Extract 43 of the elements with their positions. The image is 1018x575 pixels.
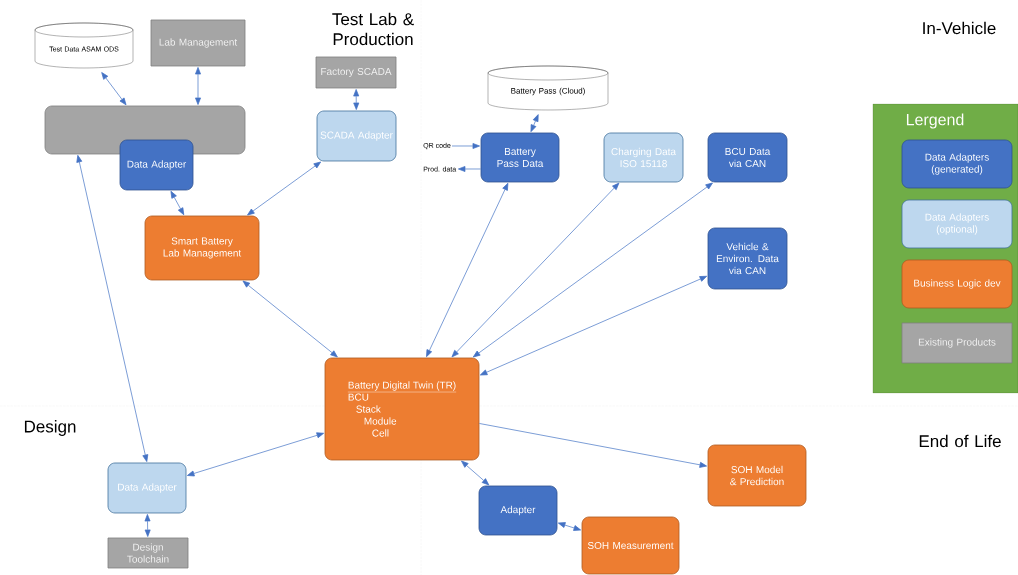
connector-arrow — [472, 182, 713, 358]
connector-arrow — [144, 514, 151, 537]
connector-arrow — [461, 460, 490, 486]
adapter-box: Charging Data ISO 15118 — [603, 132, 684, 183]
legend-item: Data Adapters (generated) — [901, 139, 1013, 189]
system-box: Factory SCADA — [315, 56, 397, 89]
process-box: SOH Measurement — [581, 516, 680, 575]
adapter-box: SCADA Adapter — [316, 110, 397, 162]
process-box: BCU Data via CAN — [707, 132, 788, 183]
connector-arrow — [170, 190, 185, 216]
region-heading: In-Vehicle — [923, 21, 996, 35]
connector-arrow — [451, 182, 620, 358]
connector-arrow — [530, 114, 539, 133]
connector-arrow — [479, 423, 707, 468]
connector-arrow — [187, 432, 324, 477]
connector-arrow — [451, 143, 480, 149]
database-cylinder: Battery Pass (Cloud) — [487, 65, 609, 111]
connector-arrow — [247, 161, 322, 216]
process-box: Vehicle & Environ. Data via CAN — [707, 227, 788, 290]
region-heading: Lergend — [906, 113, 964, 129]
connector-arrow — [558, 522, 581, 531]
legend-item: Existing Products — [901, 322, 1013, 364]
connector-arrow — [101, 72, 127, 106]
legend-item: Business Logic dev — [901, 259, 1013, 309]
system-box: Lab Management — [150, 19, 246, 67]
process-box: Battery Pass Data — [480, 132, 560, 183]
legend-item: Data Adapters (optional) — [901, 199, 1013, 249]
connector-arrow — [479, 275, 708, 376]
process-box: SOH Model & Prediction — [707, 444, 807, 507]
process-box: Data Adapter — [119, 139, 194, 191]
connector-arrow — [195, 67, 201, 105]
system-box: Design Toolchain — [107, 537, 189, 569]
process-box: Adapter — [478, 485, 558, 536]
connector-arrow — [458, 166, 481, 172]
process-box: Smart Battery Lab Management — [144, 215, 260, 281]
region-heading: Design — [24, 420, 76, 436]
region-heading: End of Life — [919, 434, 1001, 448]
connector-arrow — [353, 89, 360, 110]
adapter-box: Data Adapter — [107, 462, 187, 514]
process-box: Battery Digital Twin (TR) BCU Stack Module Cell — [324, 357, 480, 461]
connector-arrow — [76, 155, 149, 462]
connector-arrow — [242, 280, 338, 358]
connector-arrow — [426, 182, 509, 358]
